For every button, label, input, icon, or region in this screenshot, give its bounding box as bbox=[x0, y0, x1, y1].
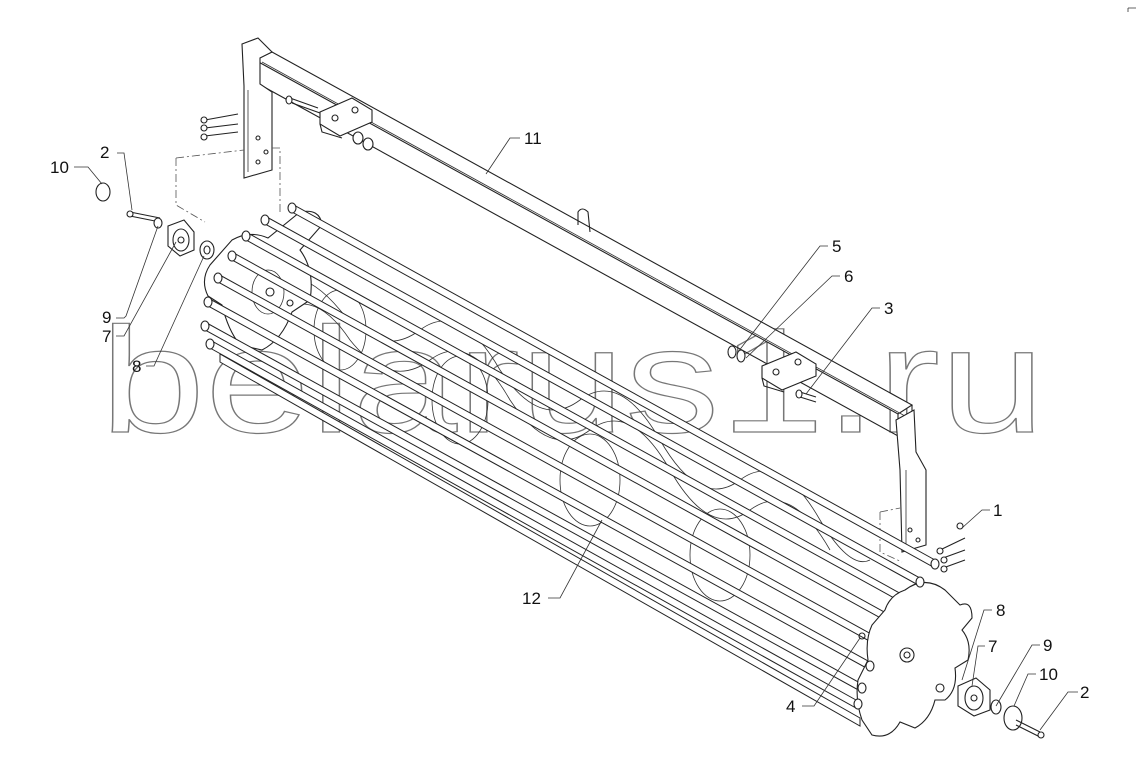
callout-9-right: 9 bbox=[1043, 636, 1052, 655]
callout-10-left: 10 bbox=[50, 158, 69, 177]
callout-2-right: 2 bbox=[1080, 683, 1089, 702]
callout-10-right: 10 bbox=[1039, 665, 1058, 684]
callout-4: 4 bbox=[786, 697, 795, 716]
callout-7-right: 7 bbox=[988, 637, 997, 656]
callout-6: 6 bbox=[844, 267, 853, 286]
callout-12: 12 bbox=[522, 589, 541, 608]
callout-7-left: 7 bbox=[102, 327, 111, 346]
leader-lines bbox=[74, 137, 1078, 731]
frame-beam bbox=[200, 37, 966, 573]
roller-drum bbox=[200, 202, 973, 737]
callout-5: 5 bbox=[832, 237, 841, 256]
right-bearing-assembly bbox=[957, 677, 1045, 739]
corner-mark bbox=[1127, 7, 1136, 12]
callout-labels: 10 2 9 7 8 11 5 6 3 1 12 8 7 9 10 2 4 bbox=[50, 129, 1089, 716]
left-bearing-assembly bbox=[95, 182, 215, 260]
callout-8-left: 8 bbox=[132, 357, 141, 376]
callout-2-left: 2 bbox=[100, 143, 109, 162]
callout-8-right: 8 bbox=[996, 601, 1005, 620]
callout-3: 3 bbox=[884, 299, 893, 318]
callout-11: 11 bbox=[524, 129, 542, 148]
alignment-lines bbox=[175, 147, 903, 563]
callout-1: 1 bbox=[993, 501, 1002, 520]
callout-9-left: 9 bbox=[102, 308, 111, 327]
